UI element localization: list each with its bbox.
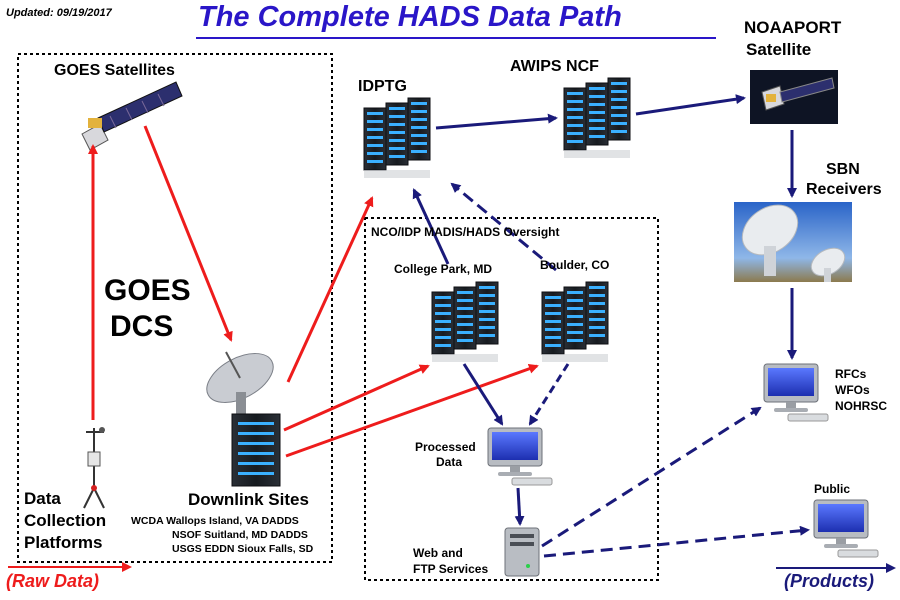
sbn-label-line1: SBN — [826, 161, 860, 178]
downlink-site-suitland: NSOF Suitland, MD DADDS — [172, 529, 308, 541]
arrow-web-to-public — [543, 525, 810, 558]
downlink-site-sioux-falls: USGS EDDN Sioux Falls, SD — [172, 543, 314, 555]
rfc-label-nohrsc: NOHRSC — [835, 399, 888, 413]
updated-date: Updated: 09/19/2017 — [6, 7, 112, 19]
goes-dcs-label-line1: GOES — [104, 274, 191, 307]
noaaport-label-line2: Satellite — [746, 40, 812, 59]
arrow-goes-to-downlink — [143, 125, 233, 342]
boulder-label: Boulder, CO — [540, 258, 610, 272]
public-monitor-icon — [813, 499, 879, 558]
rfc-label-wfos: WFOs — [835, 383, 870, 397]
public-label: Public — [814, 482, 851, 496]
downlink-dish-icon — [206, 351, 274, 414]
processed-data-label-line2: Data — [436, 455, 463, 469]
awips-ncf-server-icon — [564, 78, 630, 158]
arrow-downlink-to-boulder — [285, 363, 539, 458]
arrow-college-park-to-idptg — [412, 188, 450, 265]
idptg-server-icon — [364, 98, 430, 178]
sbn-label-line2: Receivers — [806, 181, 882, 198]
rfc-label-rfcs: RFCs — [835, 367, 867, 381]
college-park-label: College Park, MD — [394, 262, 493, 276]
page-title: The Complete HADS Data Path — [198, 1, 622, 33]
boulder-server-icon — [542, 282, 608, 362]
downlink-tower-icon — [231, 413, 281, 487]
college-park-server-icon — [432, 282, 498, 362]
downlink-sites-title: Downlink Sites — [188, 490, 309, 509]
noaaport-satellite-icon — [750, 70, 838, 124]
data-collection-label-line3: Platforms — [24, 533, 103, 552]
noaaport-label-line1: NOAAPORT — [744, 18, 842, 37]
rfc-monitor-icon — [763, 363, 829, 422]
idptg-label: IDPTG — [358, 78, 407, 95]
web-ftp-label-line1: Web and — [413, 546, 463, 560]
arrow-processed-to-web — [514, 487, 525, 526]
goes-dcs-box — [17, 53, 333, 563]
arrow-downlink-to-idptg — [286, 196, 374, 383]
arrow-boulder-to-processed — [528, 363, 570, 426]
data-collection-platform-icon — [83, 427, 105, 509]
arrow-idptg-to-awips — [435, 113, 558, 130]
goes-satellite-icon — [81, 81, 183, 151]
web-ftp-server-icon — [504, 527, 540, 577]
goes-dcs-label-line2: DCS — [110, 310, 174, 343]
arrow-web-to-rfc — [541, 406, 762, 548]
oversight-label: NCO/IDP MADIS/HADS Oversight — [371, 225, 560, 239]
goes-satellites-label: GOES Satellites — [54, 62, 175, 79]
arrow-boulder-to-idptg — [450, 182, 557, 272]
arrow-college-park-to-processed — [462, 363, 504, 426]
products-legend-label: (Products) — [784, 571, 874, 591]
sbn-receivers-icon — [734, 202, 852, 282]
data-collection-label-line2: Collection — [24, 511, 107, 530]
downlink-site-wallops: WCDA Wallops Island, VA DADDS — [131, 515, 299, 527]
data-collection-label-line1: Data — [24, 489, 61, 508]
raw-data-legend-label: (Raw Data) — [6, 571, 100, 591]
web-ftp-label-line2: FTP Services — [413, 562, 489, 576]
oversight-box — [364, 217, 659, 581]
processed-data-monitor-icon — [487, 427, 553, 486]
awips-ncf-label: AWIPS NCF — [510, 58, 599, 75]
processed-data-label-line1: Processed — [415, 440, 476, 454]
arrow-awips-to-noaaport — [635, 94, 746, 116]
arrow-downlink-to-college-park — [283, 364, 430, 432]
